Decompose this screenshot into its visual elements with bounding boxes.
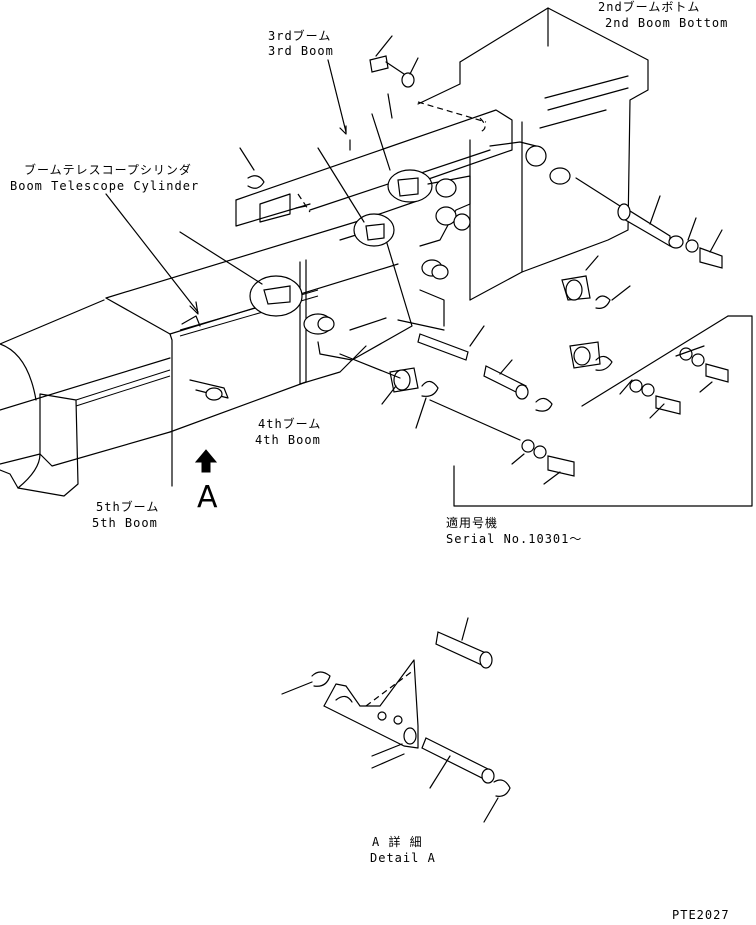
view-arrow-icon [194, 449, 218, 473]
hardware-parts [239, 35, 753, 507]
fifth-boom-jp-label: 5thブーム [96, 500, 160, 514]
telescope-cylinder-en-label: Boom Telescope Cylinder [10, 179, 200, 193]
detail-a-drawing [281, 617, 511, 823]
second-boom-bottom-jp-label: 2ndブームボトム [598, 0, 701, 14]
third-boom-jp-label: 3rdブーム [268, 29, 332, 43]
fifth-boom-en-label: 5th Boom [92, 516, 158, 530]
detail-a-en-label: Detail A [370, 851, 436, 865]
boom-assembly [0, 7, 649, 497]
fourth-boom-en-label: 4th Boom [255, 433, 321, 447]
drawing-id-label: PTE2027 [672, 908, 730, 922]
leader-lines [105, 59, 393, 315]
third-boom-en-label: 3rd Boom [268, 44, 334, 58]
serial-jp-label: 適用号機 [446, 516, 499, 530]
second-boom-bottom-en-label: 2nd Boom Bottom [605, 16, 729, 30]
serial-en-label: Serial No.10301～ [446, 532, 583, 546]
telescope-cylinder-jp-label: ブームテレスコープシリンダ [24, 163, 192, 177]
view-a-letter: A [197, 480, 218, 515]
fourth-boom-jp-label: 4thブーム [258, 417, 322, 431]
detail-a-jp-label: A 詳 細 [372, 835, 423, 849]
